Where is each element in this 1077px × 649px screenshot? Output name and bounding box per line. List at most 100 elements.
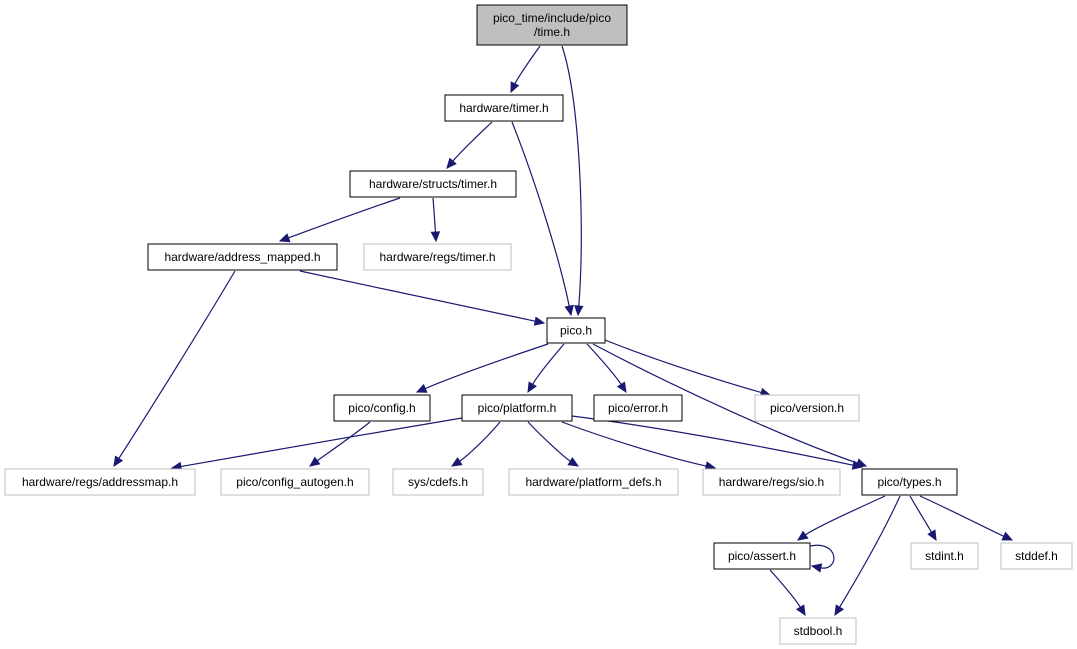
- node-hw-regs-addressmap: hardware/regs/addressmap.h: [4, 468, 196, 496]
- edge-pico-types-to-stdbool: [834, 495, 901, 617]
- node-box: [910, 542, 979, 570]
- node-label: hardware/timer.h: [459, 101, 548, 115]
- node-label: pico_time/include/pico: [493, 11, 611, 25]
- arrow-head-icon: [927, 529, 937, 542]
- edge-pico-config-to-pico-config-autogen: [309, 421, 371, 467]
- edge-root-to-pico-h: [561, 45, 584, 317]
- node-label: hardware/platform_defs.h: [525, 475, 661, 489]
- arrow-head-icon: [851, 460, 864, 470]
- node-label: stdbool.h: [794, 624, 843, 638]
- edge-line: [432, 197, 437, 234]
- node-label: pico/config.h: [348, 401, 415, 415]
- arrow-head-icon: [527, 381, 537, 394]
- node-box: [476, 4, 628, 46]
- node-label: pico/config_autogen.h: [236, 475, 353, 489]
- arrow-head-icon: [564, 304, 574, 317]
- node-box: [702, 468, 841, 496]
- node-box: [713, 542, 811, 570]
- node-pico-error[interactable]: pico/error.h: [593, 394, 683, 422]
- edge-pico-types-to-pico-assert: [797, 495, 886, 541]
- arrow-head-icon: [1001, 531, 1014, 541]
- edge-line: [919, 495, 1005, 538]
- node-pico-assert[interactable]: pico/assert.h: [713, 542, 811, 570]
- node-box: [363, 243, 512, 271]
- edge-line: [117, 270, 236, 460]
- node-sys-cdefs: sys/cdefs.h: [392, 468, 484, 496]
- node-box: [444, 94, 564, 122]
- node-box: [754, 394, 860, 422]
- node-box: [861, 468, 958, 496]
- edge-hw-timer-to-pico-h: [511, 121, 574, 317]
- node-label: pico.h: [560, 324, 592, 338]
- arrow-head-icon: [415, 383, 428, 393]
- node-label: stddef.h: [1015, 549, 1058, 563]
- node-stdbool: stdbool.h: [779, 617, 857, 645]
- edge-line: [571, 415, 855, 466]
- arrow-head-icon: [810, 563, 823, 573]
- node-hw-platform-defs: hardware/platform_defs.h: [508, 468, 679, 496]
- nodes-layer: pico_time/include/pico/time.h hardware/ti…: [4, 4, 1073, 645]
- edges-layer: [113, 45, 1014, 617]
- arrow-head-icon: [510, 81, 520, 94]
- arrow-head-icon: [446, 157, 457, 169]
- edge-line: [424, 343, 549, 390]
- edge-line: [316, 421, 371, 462]
- edge-line: [513, 45, 541, 86]
- arrow-head-icon: [616, 381, 627, 394]
- edge-line: [909, 495, 933, 534]
- edge-line: [511, 121, 570, 308]
- edge-pico-h-to-pico-error: [586, 343, 627, 394]
- edge-line: [592, 343, 859, 464]
- edge-line: [809, 544, 835, 569]
- arrow-head-icon: [309, 456, 321, 467]
- node-box: [333, 394, 431, 422]
- arrow-head-icon: [533, 316, 546, 326]
- edge-pico-platform-to-hw-platform-defs: [527, 421, 580, 467]
- arrow-head-icon: [834, 604, 845, 617]
- edge-hw-timer-to-hw-structs-timer: [446, 121, 493, 169]
- node-hw-regs-sio: hardware/regs/sio.h: [702, 468, 841, 496]
- edge-line: [769, 569, 802, 609]
- node-box: [392, 468, 484, 496]
- node-label: pico/error.h: [608, 401, 668, 415]
- edge-pico-h-to-pico-config: [415, 343, 549, 393]
- edge-line: [804, 495, 886, 536]
- node-pico-h[interactable]: pico.h: [546, 317, 606, 344]
- edge-root-to-hw-timer: [510, 45, 541, 94]
- edge-pico-platform-to-pico-types: [571, 415, 864, 470]
- arrow-head-icon: [795, 604, 806, 617]
- edge-pico-types-to-stdint: [909, 495, 937, 542]
- node-stddef: stddef.h: [1000, 542, 1073, 570]
- edge-pico-h-to-pico-platform: [527, 343, 565, 394]
- node-label: pico/types.h: [877, 475, 941, 489]
- node-hw-structs-timer[interactable]: hardware/structs/timer.h: [349, 170, 517, 198]
- node-pico-version: pico/version.h: [754, 394, 860, 422]
- edge-line: [299, 270, 537, 322]
- edge-pico-types-to-stddef: [919, 495, 1014, 541]
- edge-hw-address-mapped-to-hw-regs-addressmap: [113, 270, 236, 468]
- node-box: [779, 617, 857, 645]
- arrow-head-icon: [567, 456, 580, 467]
- node-label: sys/cdefs.h: [408, 475, 468, 489]
- node-label: pico/assert.h: [728, 549, 796, 563]
- node-hw-regs-timer: hardware/regs/timer.h: [363, 243, 512, 271]
- node-root[interactable]: pico_time/include/pico/time.h: [476, 4, 628, 46]
- node-label: hardware/address_mapped.h: [164, 250, 320, 264]
- node-pico-types[interactable]: pico/types.h: [861, 468, 958, 496]
- node-hw-address-mapped[interactable]: hardware/address_mapped.h: [147, 243, 338, 271]
- node-label: pico/version.h: [770, 401, 844, 415]
- node-box: [147, 243, 338, 271]
- edge-line: [586, 343, 623, 386]
- arrow-head-icon: [113, 455, 124, 468]
- edge-hw-structs-timer-to-hw-address-mapped: [278, 197, 401, 243]
- arrow-head-icon: [430, 231, 441, 243]
- edge-pico-assert-to-pico-assert: [809, 544, 835, 573]
- node-pico-config[interactable]: pico/config.h: [333, 394, 431, 422]
- edge-pico-platform-to-hw-regs-sio: [561, 421, 717, 471]
- node-box: [546, 317, 606, 344]
- node-pico-platform[interactable]: pico/platform.h: [461, 394, 573, 422]
- arrow-head-icon: [278, 233, 291, 243]
- node-box: [593, 394, 683, 422]
- edge-pico-assert-to-stdbool: [769, 569, 806, 617]
- node-hw-timer[interactable]: hardware/timer.h: [444, 94, 564, 122]
